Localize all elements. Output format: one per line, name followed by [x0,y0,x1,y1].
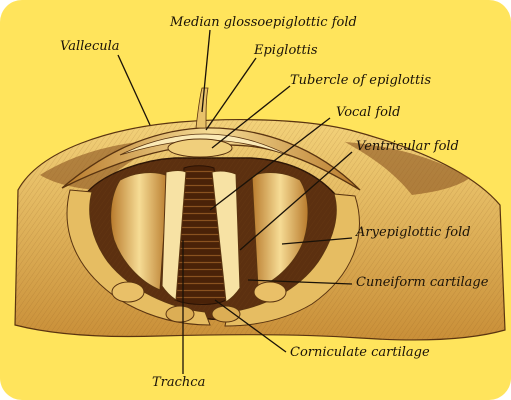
label-cuneiform-cartilage: Cuneiform cartilage [356,275,489,290]
label-corniculate-cartilage: Corniculate cartilage [290,345,430,360]
epiglottis [61,127,361,191]
corniculate-tubercle-right [211,305,241,323]
label-trachea: Trachca [152,375,206,390]
aryepiglottic-fold-right [224,193,360,327]
vocal-fold-left [161,170,187,301]
label-aryepiglottic-fold: Aryepiglottic fold [356,225,471,240]
label-ventricular-fold: Ventricular fold [356,139,459,154]
corniculate-tubercle-left [165,305,195,323]
label-epiglottis: Epiglottis [254,43,318,58]
leader-lines [117,29,353,374]
label-vocal-fold: Vocal fold [336,105,401,120]
epiglottis-tubercle [167,138,233,158]
label-median-glossoepiglottic-fold: Median glossoepiglottic fold [170,15,357,30]
ventricular-fold-left [110,172,169,291]
cuneiform-tubercle-left [111,281,145,303]
label-vallecula: Vallecula [60,39,120,54]
label-tubercle-of-epiglottis: Tubercle of epiglottis [290,73,432,88]
cuneiform-tubercle-right [253,281,287,303]
ventricular-fold-right [251,172,309,289]
